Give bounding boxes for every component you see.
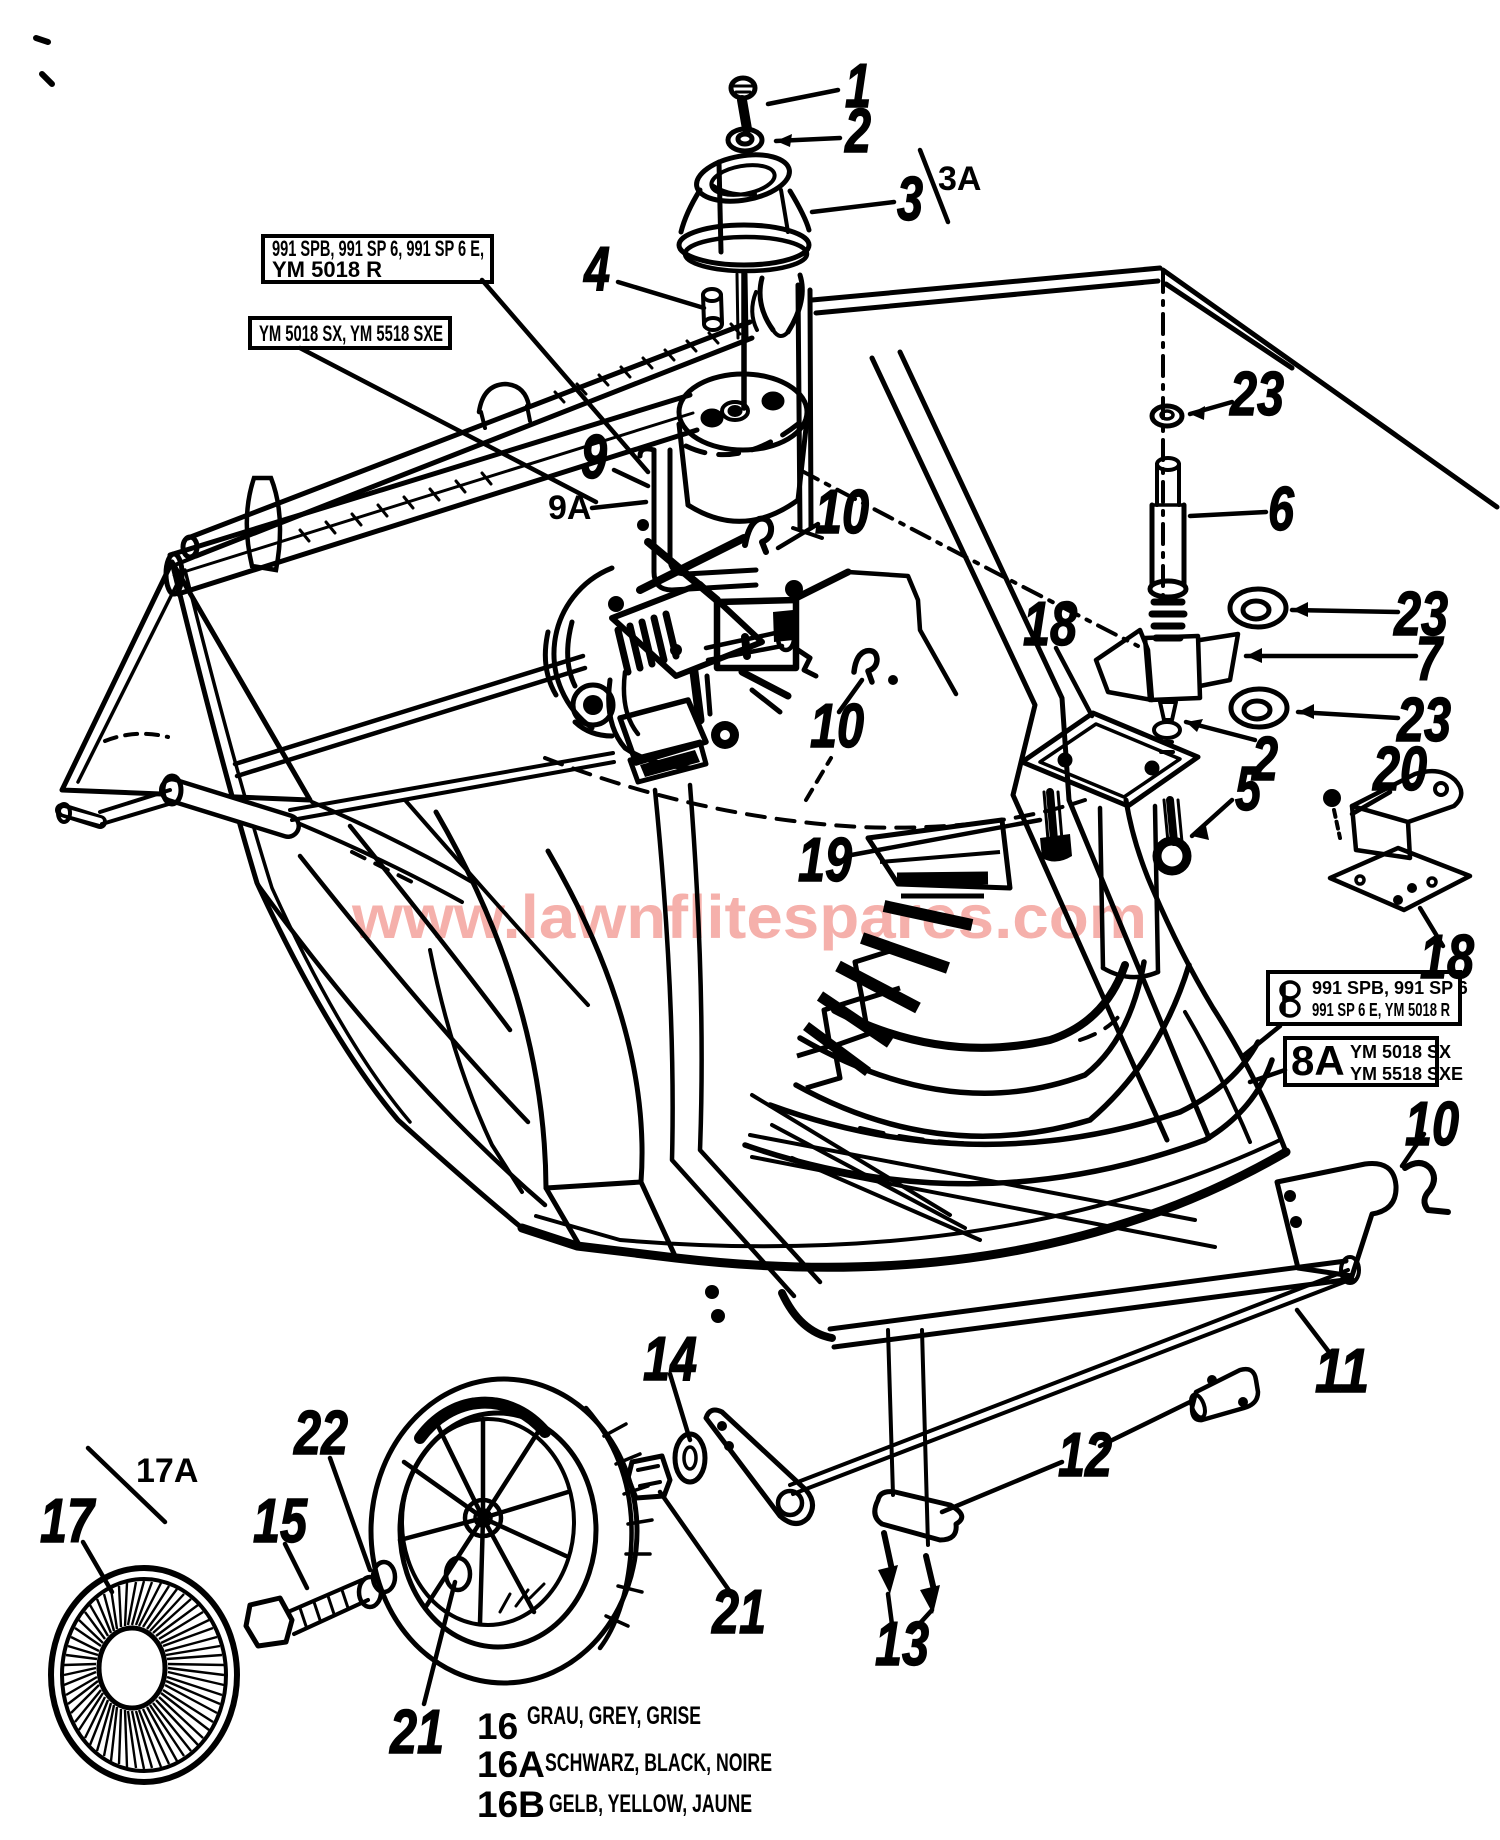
svg-text:15: 15 <box>253 1487 308 1556</box>
svg-text:11: 11 <box>1315 1337 1369 1406</box>
svg-text:991 SPB, 991 SP 6: 991 SPB, 991 SP 6 <box>1312 978 1468 998</box>
svg-text:16B: 16B <box>477 1784 545 1825</box>
svg-text:2: 2 <box>844 97 871 166</box>
svg-text:3: 3 <box>897 165 923 234</box>
svg-text:YM 5018 R: YM 5018 R <box>272 257 382 282</box>
svg-text:12: 12 <box>1058 1421 1112 1490</box>
svg-text:1: 1 <box>845 52 871 121</box>
svg-text:21: 21 <box>389 1698 444 1767</box>
svg-text:SCHWARZ, BLACK, NOIRE: SCHWARZ, BLACK, NOIRE <box>545 1749 772 1777</box>
svg-text:20: 20 <box>1372 735 1427 804</box>
svg-text:2: 2 <box>1251 725 1278 794</box>
svg-text:5: 5 <box>1235 755 1262 824</box>
svg-text:19: 19 <box>798 826 852 895</box>
svg-text:9A: 9A <box>548 489 591 527</box>
svg-text:www.lawnflitespares.com: www.lawnflitespares.com <box>351 883 1147 951</box>
svg-text:YM 5018 SX, YM 5518 SXE: YM 5018 SX, YM 5518 SXE <box>259 321 443 346</box>
svg-text:7: 7 <box>1416 625 1444 694</box>
svg-text:16A: 16A <box>477 1744 545 1785</box>
svg-text:18: 18 <box>1023 590 1077 659</box>
svg-text:4: 4 <box>582 235 610 304</box>
svg-text:16: 16 <box>477 1706 518 1747</box>
svg-text:21: 21 <box>711 1578 766 1647</box>
svg-text:10: 10 <box>810 692 864 761</box>
svg-text:22: 22 <box>293 1399 348 1468</box>
svg-text:GRAU, GREY, GRISE: GRAU, GREY, GRISE <box>527 1702 701 1730</box>
svg-text:10: 10 <box>1405 1090 1459 1159</box>
svg-text:GELB, YELLOW, JAUNE: GELB, YELLOW, JAUNE <box>549 1790 752 1818</box>
svg-text:13: 13 <box>875 1610 929 1679</box>
svg-text:8A: 8A <box>1291 1037 1345 1084</box>
svg-text:3A: 3A <box>938 160 981 198</box>
svg-text:991 SPB, 991 SP 6, 991 SP 6 E,: 991 SPB, 991 SP 6, 991 SP 6 E, <box>272 236 484 261</box>
svg-text:23: 23 <box>1229 360 1284 429</box>
svg-text:17: 17 <box>40 1487 96 1556</box>
svg-text:10: 10 <box>815 478 869 547</box>
svg-text:9: 9 <box>581 423 607 492</box>
svg-text:6: 6 <box>1268 475 1294 544</box>
svg-text:YM 5518 SXE: YM 5518 SXE <box>1350 1064 1463 1084</box>
svg-text:23: 23 <box>1396 686 1451 755</box>
svg-text:18: 18 <box>1420 923 1474 992</box>
svg-text:23: 23 <box>1393 580 1448 649</box>
svg-text:YM 5018 SX: YM 5018 SX <box>1350 1042 1451 1062</box>
svg-text:14: 14 <box>643 1325 697 1394</box>
svg-text:991 SP 6 E, YM 5018 R: 991 SP 6 E, YM 5018 R <box>1312 1000 1450 1020</box>
svg-text:17A: 17A <box>136 1452 198 1490</box>
